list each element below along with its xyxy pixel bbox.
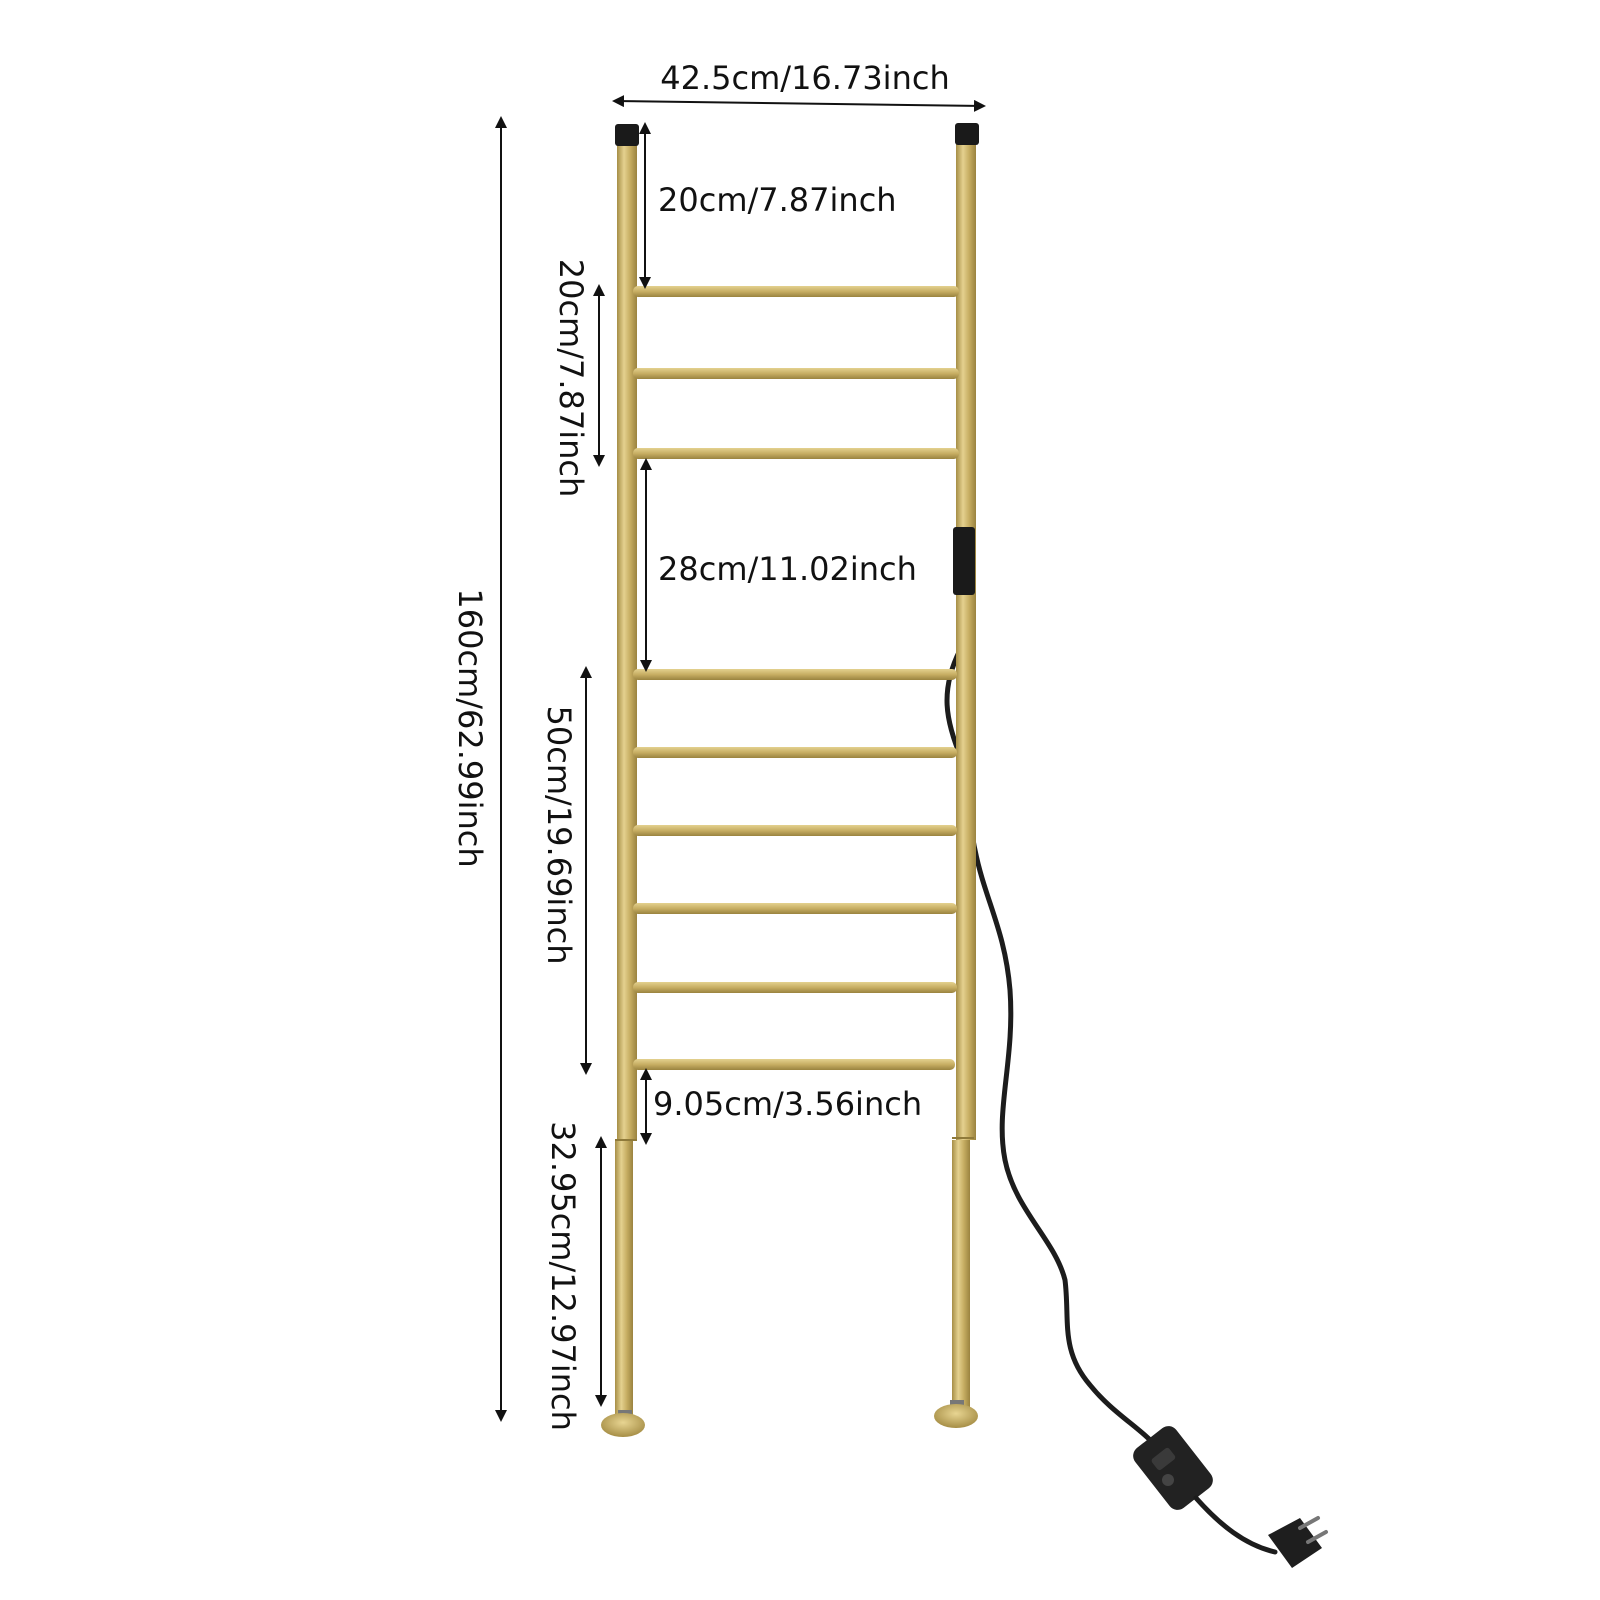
- power-plug: [1268, 1516, 1328, 1568]
- width-arrow: [612, 95, 986, 112]
- rail: [633, 982, 957, 993]
- rail: [633, 286, 959, 297]
- right-post-cap: [955, 123, 979, 145]
- bottom-gap-label: 9.05cm/3.56inch: [653, 1085, 922, 1123]
- rail: [633, 747, 957, 758]
- left-foot: [601, 1410, 645, 1437]
- rail: [633, 669, 957, 680]
- upper-rail-span-label: 20cm/7.87inch: [552, 259, 590, 498]
- total-height-label: 160cm/62.99inch: [451, 588, 489, 867]
- leg-height-label: 32.95cm/12.97inch: [544, 1121, 582, 1431]
- rail: [633, 903, 957, 914]
- right-foot: [934, 1400, 978, 1428]
- control-unit: [953, 527, 975, 595]
- rail: [633, 1059, 955, 1070]
- power-cord: [944, 647, 1153, 1443]
- left-post-cap: [615, 124, 639, 146]
- top-gap-label: 20cm/7.87inch: [658, 181, 897, 219]
- rail: [633, 368, 959, 379]
- rail: [633, 825, 957, 836]
- dimension-arrows: [495, 95, 986, 1422]
- inline-switch-box: [1133, 1426, 1213, 1510]
- rails: [633, 286, 959, 1070]
- plug-cord: [1193, 1495, 1278, 1555]
- dimension-labels: 42.5cm/16.73inch 20cm/7.87inch 28cm/11.0…: [451, 59, 950, 1431]
- right-post-upper: [956, 140, 976, 1140]
- left-post-upper: [617, 140, 637, 1140]
- ladder-rack: [601, 123, 1328, 1568]
- left-post-lower: [615, 1140, 633, 1420]
- lower-rail-span-label: 50cm/19.69inch: [540, 706, 578, 965]
- rail: [633, 448, 959, 459]
- width-label: 42.5cm/16.73inch: [660, 59, 949, 97]
- middle-gap-label: 28cm/11.02inch: [658, 550, 917, 588]
- right-post-lower: [952, 1140, 970, 1410]
